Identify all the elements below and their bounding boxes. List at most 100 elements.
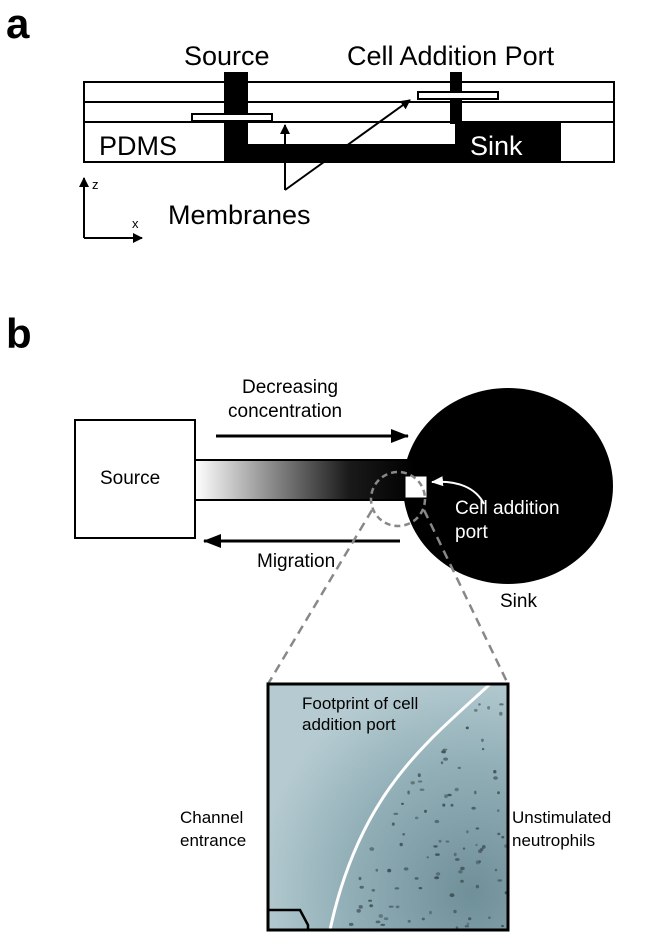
neutrophil-cell: [429, 910, 432, 915]
neutrophil-cell: [358, 876, 362, 881]
decreasing-label-2: concentration: [228, 401, 342, 422]
neutrophil-cell: [493, 770, 497, 774]
neutrophil-cell: [462, 847, 466, 850]
neutrophil-cell: [417, 773, 421, 778]
sink-label-b: Sink: [500, 591, 537, 612]
cell-addition-label-1: Cell addition: [455, 498, 560, 519]
membrane-arrow-right: [284, 99, 411, 191]
neutrophil-cell: [497, 832, 501, 836]
source-label-b: Source: [100, 468, 160, 489]
neutrophil-cell: [380, 923, 386, 927]
neutrophil-cell: [501, 836, 505, 839]
neutrophil-cell: [466, 922, 470, 925]
neutrophil-cell: [358, 905, 363, 909]
port-footprint-curve: [328, 684, 492, 930]
channel-entrance-label-2: entrance: [180, 831, 246, 850]
micrograph: [266, 682, 510, 932]
neutrophil-cell: [465, 726, 469, 730]
neutrophil-cell: [475, 844, 478, 846]
neutrophil-cell: [417, 780, 423, 783]
neutrophil-cell: [443, 757, 448, 761]
neutrophil-cell: [419, 788, 425, 791]
neutrophil-cell: [426, 856, 429, 859]
neutrophil-cell: [482, 845, 486, 849]
axis-z-label: z: [92, 177, 99, 192]
zoom-circle: [369, 470, 427, 528]
neutrophil-cell: [447, 793, 452, 797]
neutrophil-cell: [403, 867, 409, 871]
neutrophil-cell: [464, 925, 470, 928]
membranes-label: Membranes: [168, 200, 311, 230]
footprint-label-2: addition port: [302, 715, 396, 734]
decreasing-label-1: Decreasing: [242, 377, 338, 398]
unstimulated-label-2: neutrophils: [512, 831, 595, 850]
gradient-channel: [194, 459, 416, 501]
neutrophil-cell: [388, 905, 394, 908]
top-layer: [83, 81, 615, 103]
neutrophil-cell: [441, 750, 446, 754]
neutrophil-cell: [369, 847, 375, 851]
neutrophil-cell: [475, 884, 480, 889]
neutrophil-cell: [458, 870, 463, 874]
neutrophil-cell: [497, 809, 500, 812]
neutrophil-cell: [449, 893, 455, 898]
neutrophil-cell: [414, 816, 419, 820]
neutrophil-cell: [410, 781, 415, 785]
neutrophil-cell: [395, 905, 400, 909]
channel-entrance-label-1: Channel: [180, 808, 243, 827]
axis-indicator: z x: [79, 177, 143, 243]
neutrophil-cell: [394, 887, 400, 890]
sink-reservoir: [455, 122, 561, 162]
neutrophil-cell: [414, 877, 419, 880]
unstimulated-label-1: Unstimulated: [512, 808, 611, 827]
neutrophil-cell: [402, 833, 406, 836]
neutrophil-cell: [433, 845, 438, 848]
sink-label-a: Sink: [470, 131, 523, 161]
neutrophil-cell: [499, 711, 503, 716]
neutrophil-cell: [387, 868, 392, 873]
cell-port-arrow: [431, 476, 485, 505]
neutrophil-cell: [471, 806, 476, 810]
neutrophil-cell: [435, 872, 441, 876]
sink-reservoir-b: [403, 388, 613, 584]
neutrophil-cell: [348, 922, 354, 927]
neutrophil-cell: [407, 790, 410, 795]
neutrophil-cell: [401, 802, 404, 806]
neutrophil-cell: [393, 812, 399, 816]
footprint-label-1: Footprint of cell: [302, 694, 418, 713]
cell-addition-label-2: port: [455, 522, 488, 543]
neutrophil-cell: [442, 803, 446, 807]
neutrophil-cell: [378, 914, 383, 918]
neutrophil-cell: [435, 853, 440, 856]
neutrophil-cell: [434, 819, 440, 824]
neutrophil-cell: [475, 860, 480, 865]
neutrophil-cell: [371, 888, 376, 892]
cell-addition-port-label-a: Cell Addition Port: [347, 41, 555, 71]
neutrophil-cell: [478, 703, 481, 706]
neutrophil-cell: [450, 803, 454, 807]
neutrophil-cell: [434, 876, 440, 880]
neutrophil-cell: [444, 794, 448, 799]
cell-addition-port-square: [404, 475, 428, 499]
migration-label: Migration: [257, 551, 335, 572]
neutrophil-cell: [501, 924, 504, 928]
neutrophil-cell: [454, 787, 459, 792]
panel-b-letter: b: [6, 310, 32, 357]
panel-a-letter: a: [6, 0, 30, 47]
neutrophil-cell: [453, 852, 457, 857]
membrane-right: [417, 91, 499, 100]
neutrophil-cell: [440, 761, 444, 765]
membrane-left: [191, 113, 273, 122]
neutrophil-cell: [468, 917, 472, 921]
neutrophil-cell: [481, 738, 484, 742]
neutrophil-cell: [487, 706, 491, 710]
neutrophil-cell: [499, 703, 504, 706]
neutrophil-cell: [493, 776, 498, 780]
neutrophil-cell: [504, 844, 508, 848]
source-box: [74, 419, 196, 539]
neutrophil-cell: [457, 766, 461, 770]
neutrophil-cell: [424, 809, 427, 813]
neutrophil-cell: [466, 830, 469, 834]
device-cross-section: PDMS Sink: [83, 72, 615, 163]
